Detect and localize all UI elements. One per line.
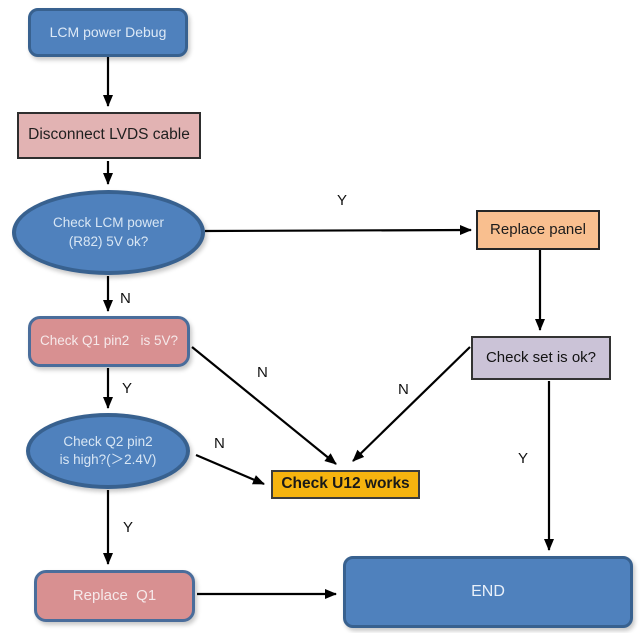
edge-label-q1-no: N	[257, 364, 268, 381]
edge-label-set-yes: Y	[518, 450, 529, 467]
check-set-step: Check set is ok?	[471, 336, 611, 380]
decision-text-line1: Check LCM power	[52, 215, 165, 231]
arrow-checkq2-to-checku12	[195, 453, 265, 486]
edge-label-q1-yes: Y	[122, 380, 133, 397]
arrow-checklcm-to-replacepanel	[204, 225, 472, 236]
disconnect-lvds-step: Disconnect LVDS cable	[17, 112, 201, 159]
edge-label-q2-yes: Y	[123, 519, 134, 536]
check-q1-pin2-step: Check Q1 pin2 is 5V?	[28, 316, 190, 367]
end-node: END	[343, 556, 633, 628]
replace-panel-step: Replace panel	[476, 210, 600, 250]
edge-label-set-no: N	[398, 381, 409, 398]
check-lcm-power-decision: Check LCM power (R82) 5V ok?	[12, 190, 205, 275]
check-u12-step: Check U12 works	[271, 470, 420, 499]
decision-text-line1: Check Q2 pin2	[63, 433, 153, 449]
edge-label-lcm-power-no: N	[120, 290, 131, 307]
check-q2-pin2-decision: Check Q2 pin2 is high?(＞2.4V)	[26, 413, 190, 489]
start-node: LCM power Debug	[28, 8, 188, 57]
decision-text-line2: is high?(＞2.4V)	[59, 452, 157, 467]
edge-label-q2-no: N	[214, 435, 225, 452]
arrow-checkset-to-checku12	[352, 346, 471, 462]
edge-label-lcm-power-yes: Y	[337, 192, 348, 209]
decision-text-line2: (R82) 5V ok?	[68, 233, 149, 249]
replace-q1-step: Replace Q1	[34, 570, 195, 622]
